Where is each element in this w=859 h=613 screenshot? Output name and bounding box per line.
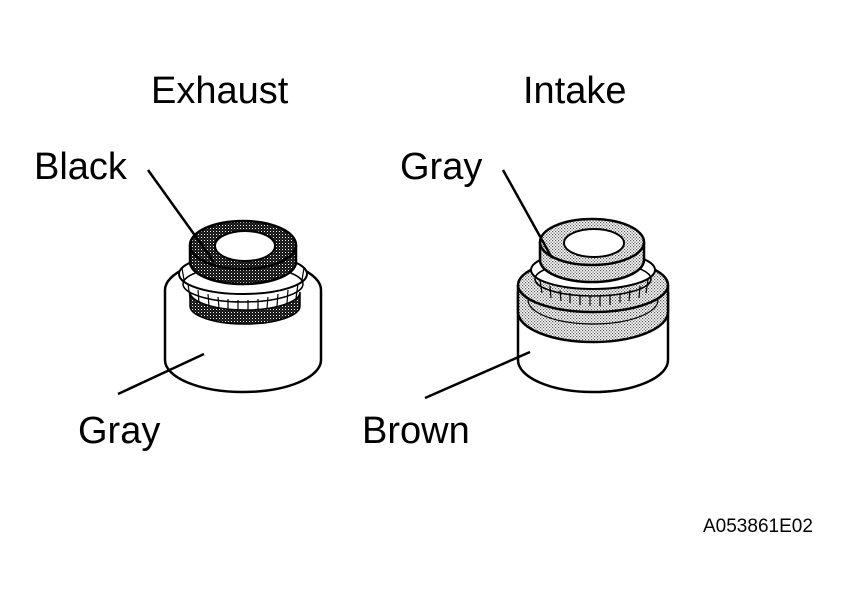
intake-heading: Intake [523, 70, 627, 112]
leader-line-exhaust-bottom [117, 352, 205, 396]
leader-line-exhaust-top [146, 169, 216, 263]
intake-body-color-label: Brown [362, 410, 470, 452]
leader-line-intake-top [501, 169, 554, 259]
intake-top-color-label: Gray [400, 146, 483, 188]
exhaust-body-color-label: Gray [78, 410, 161, 452]
figure-code: A053861E02 [703, 516, 813, 537]
exhaust-seal [163, 219, 323, 394]
exhaust-heading: Exhaust [151, 70, 289, 112]
leader-line-intake-bottom [424, 350, 531, 400]
intake-seal [516, 217, 670, 394]
exhaust-top-color-label: Black [34, 146, 127, 188]
